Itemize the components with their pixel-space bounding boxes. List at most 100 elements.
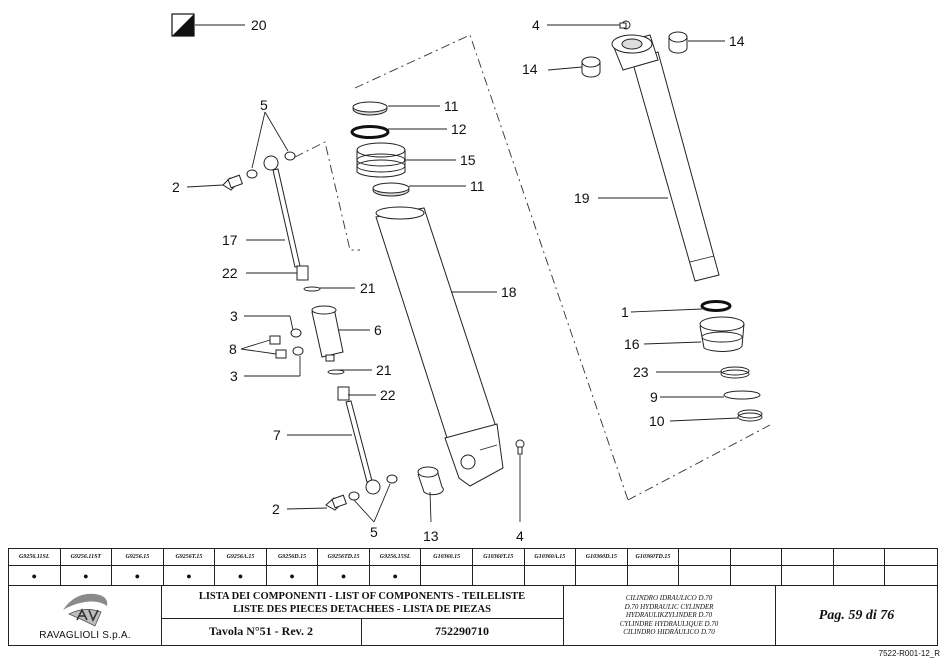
model-code: G9256A.15 <box>215 549 267 566</box>
model-code: G9256T.15 <box>163 549 216 566</box>
fitting-2-top <box>222 174 243 191</box>
model-code: G9256TD.15 <box>318 549 370 566</box>
company-name: RAVAGLIOLI S.p.A. <box>39 630 131 641</box>
company-logo-box: RAVAGLIOLI S.p.A. <box>9 586 162 645</box>
rav-logo-icon <box>63 593 108 627</box>
callout-21-bottom: 21 <box>376 362 392 378</box>
applicability-mark: ● <box>370 566 422 585</box>
washer-5-top <box>246 151 296 179</box>
model-code: G9256.15SL <box>369 549 422 566</box>
symbol-20 <box>171 13 245 37</box>
callout-5-bottom: 5 <box>370 524 378 540</box>
cylinder-tube-18 <box>375 206 504 487</box>
model-code: G9256.15 <box>112 549 164 566</box>
applicability-mark: ● <box>9 566 61 585</box>
callout-14-right: 14 <box>729 33 745 49</box>
seal-1 <box>700 300 732 312</box>
valve-6 <box>311 305 344 362</box>
callout-11-top: 11 <box>444 98 459 114</box>
hose-17 <box>263 155 301 268</box>
callout-7: 7 <box>273 427 281 443</box>
callout-2-top: 2 <box>172 179 180 195</box>
model-code: G9256.11SL <box>9 549 61 566</box>
applicability-mark: ● <box>318 566 370 585</box>
page-number: Pag. 59 di 76 <box>818 607 895 623</box>
screw-4-top <box>619 20 631 30</box>
callout-20: 20 <box>251 17 267 33</box>
applicability-mark: ● <box>267 566 319 585</box>
leader-lines <box>186 24 739 523</box>
applicability-mark <box>679 566 731 585</box>
callout-5-top: 5 <box>260 97 268 113</box>
applicability-mark: ● <box>215 566 267 585</box>
applicability-mark <box>834 566 886 585</box>
list-title-line-1: LISTA DEI COMPONENTI - LIST OF COMPONENT… <box>198 591 526 602</box>
applicability-mark <box>885 566 937 585</box>
bushing-14-left <box>581 56 601 78</box>
applicability-mark <box>421 566 473 585</box>
applicability-mark <box>576 566 628 585</box>
model-code <box>730 549 783 566</box>
description-line: D.70 HYDRAULIC CYLINDER <box>624 602 714 611</box>
piston-rod-19 <box>611 34 720 282</box>
title-block: RAVAGLIOLI S.p.A. LISTA DEI COMPONENTI -… <box>8 586 938 646</box>
model-code: G10360TD.15 <box>627 549 680 566</box>
applicability-mark: ● <box>112 566 164 585</box>
model-code-table: G9256.11SL G9256.11ST G9256.15 G9256T.15… <box>8 548 938 586</box>
exploded-drawing: 20 4 14 14 5 11 12 15 11 2 19 17 22 21 1… <box>171 13 771 544</box>
model-code <box>885 549 937 566</box>
description-line: CILINDRO IDRAULICO D.70 <box>625 594 713 603</box>
callout-6: 6 <box>374 322 382 338</box>
model-code: G9256D.15 <box>266 549 319 566</box>
fitting-2-bottom <box>325 494 347 511</box>
model-code <box>833 549 886 566</box>
callout-14-left: 14 <box>522 61 538 77</box>
applicability-mark <box>525 566 577 585</box>
description-line: HYDRAULIKZYLINDER D.70 <box>625 611 713 620</box>
bushing-13 <box>417 466 444 496</box>
callout-18: 18 <box>501 284 517 300</box>
assembly-line-center <box>354 34 629 501</box>
applicability-mark <box>628 566 680 585</box>
washer-3 <box>290 328 304 356</box>
assembly-line-left <box>294 141 360 251</box>
applicability-mark: ● <box>61 566 113 585</box>
callout-22-top: 22 <box>222 265 238 281</box>
callout-17: 17 <box>222 232 238 248</box>
model-code <box>782 549 834 566</box>
callout-13: 13 <box>423 528 439 544</box>
callout-12: 12 <box>451 121 467 137</box>
model-code: G10360A.15 <box>524 549 577 566</box>
callout-10: 10 <box>649 413 665 429</box>
callout-15: 15 <box>460 152 476 168</box>
assembly-line-right <box>627 424 771 501</box>
screw-4-bottom <box>515 439 525 455</box>
model-code: G10360D.15 <box>576 549 628 566</box>
callout-4-bottom: 4 <box>516 528 524 544</box>
callout-22-bottom: 22 <box>380 387 396 403</box>
guide-ring-11-bottom <box>372 182 410 197</box>
callout-8: 8 <box>229 341 237 357</box>
model-code: G10360T.15 <box>473 549 525 566</box>
oring-21-bottom <box>327 369 345 375</box>
callout-16: 16 <box>624 336 640 352</box>
callout-2-bottom: 2 <box>272 501 280 517</box>
seal-12 <box>350 125 390 139</box>
ring-9 <box>723 390 761 400</box>
nut-22-bottom <box>337 386 350 401</box>
washer-10 <box>737 409 763 422</box>
model-code <box>679 549 731 566</box>
washer-5-bottom <box>348 474 398 501</box>
callout-4-top: 4 <box>532 17 540 33</box>
callout-11-bottom: 11 <box>470 178 485 194</box>
guide-ring-11-top <box>352 101 388 116</box>
model-code: G10360.15 <box>421 549 473 566</box>
nut-22-top <box>296 265 309 281</box>
components-list-header: LISTA DEI COMPONENTI - LIST OF COMPONENT… <box>161 586 564 645</box>
model-code: G9256.11ST <box>60 549 113 566</box>
plugs-8 <box>269 335 287 359</box>
applicability-mark: ● <box>164 566 216 585</box>
document-code: 7522-R001-12_R <box>878 649 940 658</box>
applicability-mark <box>782 566 834 585</box>
part-number: 752290710 <box>435 624 489 638</box>
